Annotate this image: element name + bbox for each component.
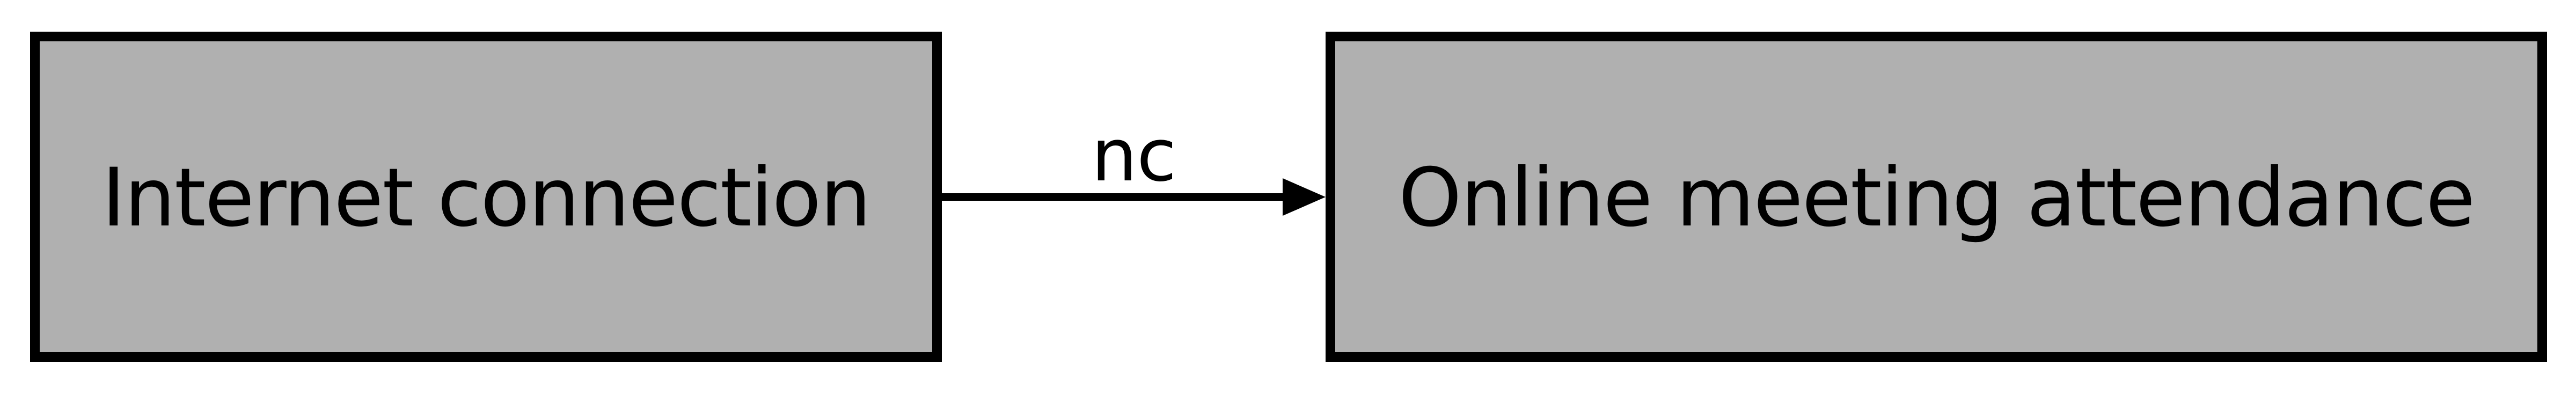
node-internet-connection: Internet connection bbox=[30, 32, 942, 362]
node-online-meeting-attendance: Online meeting attendance bbox=[1326, 32, 2547, 362]
node-online-meeting-attendance-label: Online meeting attendance bbox=[1398, 151, 2476, 245]
arrowhead-icon bbox=[1283, 178, 1326, 216]
edge-line bbox=[942, 193, 1288, 201]
node-internet-connection-label: Internet connection bbox=[101, 151, 872, 245]
edge-label: nc bbox=[1091, 113, 1177, 198]
